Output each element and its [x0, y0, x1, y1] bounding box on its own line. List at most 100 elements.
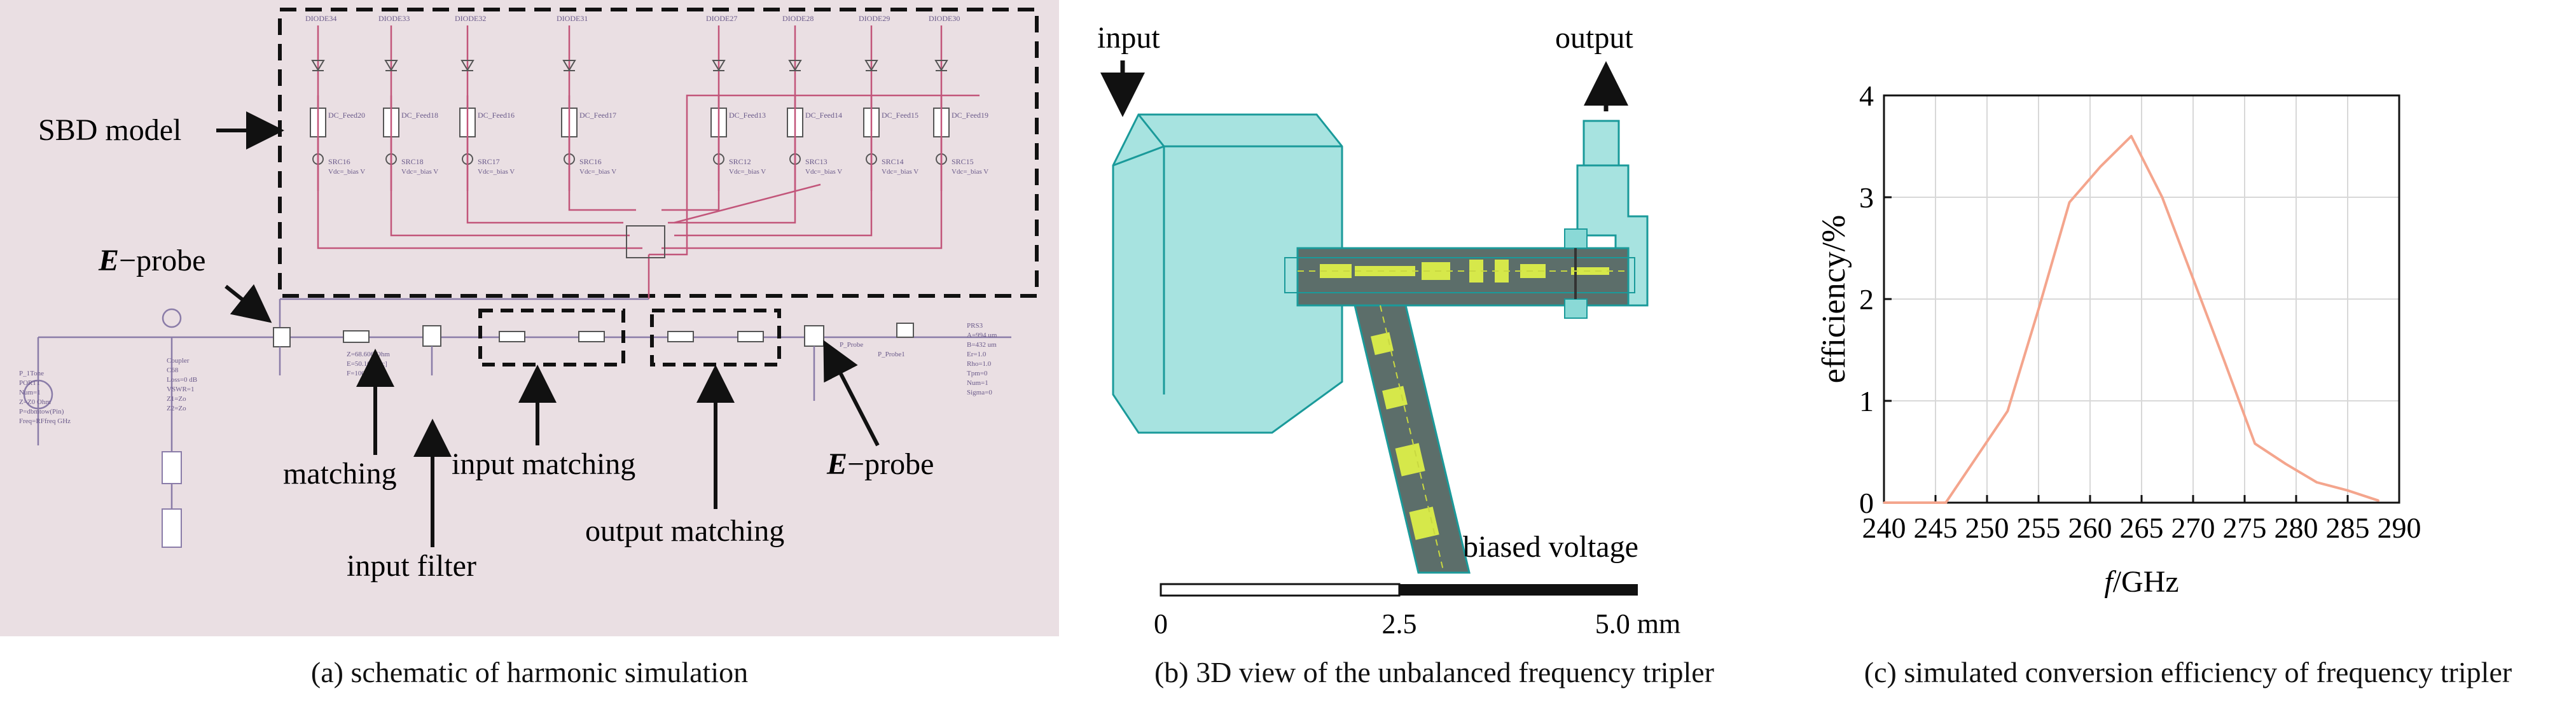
vdc-label: Vdc=_bias V — [805, 168, 842, 176]
y-tick-label: 2 — [1859, 283, 1874, 316]
probe-block-3 — [896, 323, 914, 338]
efficiency-data-point — [2315, 481, 2318, 484]
svg-text:Freq=RFfreq GHz: Freq=RFfreq GHz — [19, 417, 71, 425]
x-tick-label: 240 — [1862, 512, 1906, 544]
efficiency-data-point — [2192, 277, 2194, 280]
vdc-label: Vdc=_bias V — [401, 168, 438, 176]
x-tick-label: 245 — [1914, 512, 1958, 544]
diode-icon — [712, 60, 726, 71]
src-label: SRC14 — [882, 157, 904, 166]
dc-feed-label: DC_Feed15 — [882, 111, 918, 120]
source-symbol — [23, 379, 53, 410]
diode-name-label: DIODE28 — [782, 14, 814, 23]
probe-block-4 — [162, 508, 182, 548]
panel-b-caption: (b) 3D view of the unbalanced frequency … — [1154, 656, 1715, 688]
svg-text:P_Probe1: P_Probe1 — [878, 351, 905, 358]
diode-name-label: DIODE33 — [378, 14, 410, 23]
dc-feed-label: DC_Feed16 — [478, 111, 515, 120]
efficiency-data-point — [1883, 501, 1885, 504]
y-tick-label: 3 — [1859, 181, 1874, 214]
probe-block-1 — [273, 327, 291, 347]
efficiency-data-point — [1944, 501, 1947, 504]
sbd-wiring — [317, 94, 980, 299]
input-label: input — [1097, 21, 1160, 55]
svg-text:A=994 um: A=994 um — [967, 332, 997, 339]
svg-text:Coupler: Coupler — [167, 357, 190, 365]
biased-voltage-label: biased voltage — [1463, 530, 1638, 564]
efficiency-data-point — [2037, 308, 2040, 311]
chart-series — [1883, 135, 2380, 504]
svg-text:PRS3: PRS3 — [967, 322, 983, 330]
scale-tick-0: 0 — [1154, 608, 1168, 639]
input-filter-label: input filter — [347, 549, 476, 583]
y-tick-label: 0 — [1859, 487, 1874, 519]
efficiency-data-point — [2285, 463, 2287, 465]
efficiency-data-point — [2161, 196, 2163, 199]
diode-icon — [864, 60, 878, 71]
dc-feed-label: DC_Feed14 — [805, 111, 842, 120]
svg-text:Z=68.606 Ohm: Z=68.606 Ohm — [347, 351, 390, 358]
svg-text:PORT1: PORT1 — [19, 379, 40, 387]
dc-feed-label: DC_Feed20 — [328, 111, 365, 120]
efficiency-data-point — [2006, 410, 2009, 412]
scale-tick-2-5: 2.5 — [1382, 608, 1417, 639]
x-axis-label: f/GHz — [2104, 565, 2178, 599]
diode-icon — [384, 60, 398, 71]
chart-grid — [1884, 95, 2399, 503]
x-tick-label: 265 — [2120, 512, 2164, 544]
sbd-model-box — [278, 8, 1039, 298]
diode-icon — [562, 60, 576, 71]
efficiency-data-point — [2378, 499, 2380, 502]
dc-feed-label: DC_Feed13 — [729, 111, 766, 120]
src-label: SRC18 — [401, 157, 424, 166]
panel-a-caption: (a) schematic of harmonic simulation — [310, 656, 749, 688]
src-label: SRC13 — [805, 157, 828, 166]
diode-name-label: DIODE32 — [455, 14, 486, 23]
input-matching-tl-1 — [499, 331, 525, 342]
term-block — [162, 451, 182, 484]
svg-text:C68: C68 — [167, 366, 179, 374]
vdc-label: Vdc=_bias V — [882, 168, 918, 176]
svg-text:P_Probe: P_Probe — [840, 341, 863, 349]
svg-text:Num=1: Num=1 — [19, 389, 41, 396]
vdc-label: Vdc=_bias V — [952, 168, 988, 176]
matching-block — [343, 330, 370, 343]
x-tick-label: 250 — [1965, 512, 2009, 544]
x-tick-label: 280 — [2275, 512, 2318, 544]
filter-block — [422, 325, 441, 347]
panel-c-caption: (c) simulated conversion efficiency of f… — [1864, 656, 2512, 688]
svg-text:Num=1: Num=1 — [967, 379, 988, 387]
svg-text:Z2=Zo: Z2=Zo — [167, 405, 186, 412]
svg-text:Er=1.0: Er=1.0 — [967, 351, 987, 358]
e-probe-right-arrow — [823, 340, 880, 447]
dc-feed-label: DC_Feed17 — [579, 111, 616, 120]
svg-text:Z1=Zo: Z1=Zo — [167, 395, 186, 403]
output-label: output — [1555, 21, 1633, 55]
svg-text:P_1Tone: P_1Tone — [19, 370, 44, 377]
svg-text:Rho=1.0: Rho=1.0 — [967, 360, 992, 368]
output-waveguide — [1576, 120, 1649, 307]
svg-text:Loss=0 dB: Loss=0 dB — [167, 376, 197, 384]
diode-name-label: DIODE31 — [557, 14, 588, 23]
dc-feed-label: DC_Feed19 — [952, 111, 988, 120]
tripler-3d-diagram: input output biased voltage 0 2.5 5.0 mm — [1097, 21, 1680, 639]
efficiency-data-point — [2068, 201, 2071, 204]
output-matching-tl-2 — [737, 331, 764, 342]
probe-block-2 — [804, 325, 824, 347]
dc-feed-label: DC_Feed18 — [401, 111, 438, 120]
src-label: SRC12 — [729, 157, 751, 166]
svg-text:P=dbmtow(Pin): P=dbmtow(Pin) — [19, 408, 64, 415]
scale-bar: 0 2.5 5.0 mm — [1154, 583, 1680, 639]
y-tick-label: 1 — [1859, 385, 1874, 417]
efficiency-data-point — [2254, 442, 2256, 445]
diode-name-label: DIODE29 — [859, 14, 890, 23]
x-tick-label: 275 — [2223, 512, 2267, 544]
input-matching-tl-2 — [578, 331, 605, 342]
y-tick-label: 4 — [1859, 80, 1874, 112]
input-waveguide — [1112, 113, 1343, 434]
sbd-model-label: SBD model — [38, 113, 181, 147]
efficiency-data-point — [2130, 135, 2133, 137]
